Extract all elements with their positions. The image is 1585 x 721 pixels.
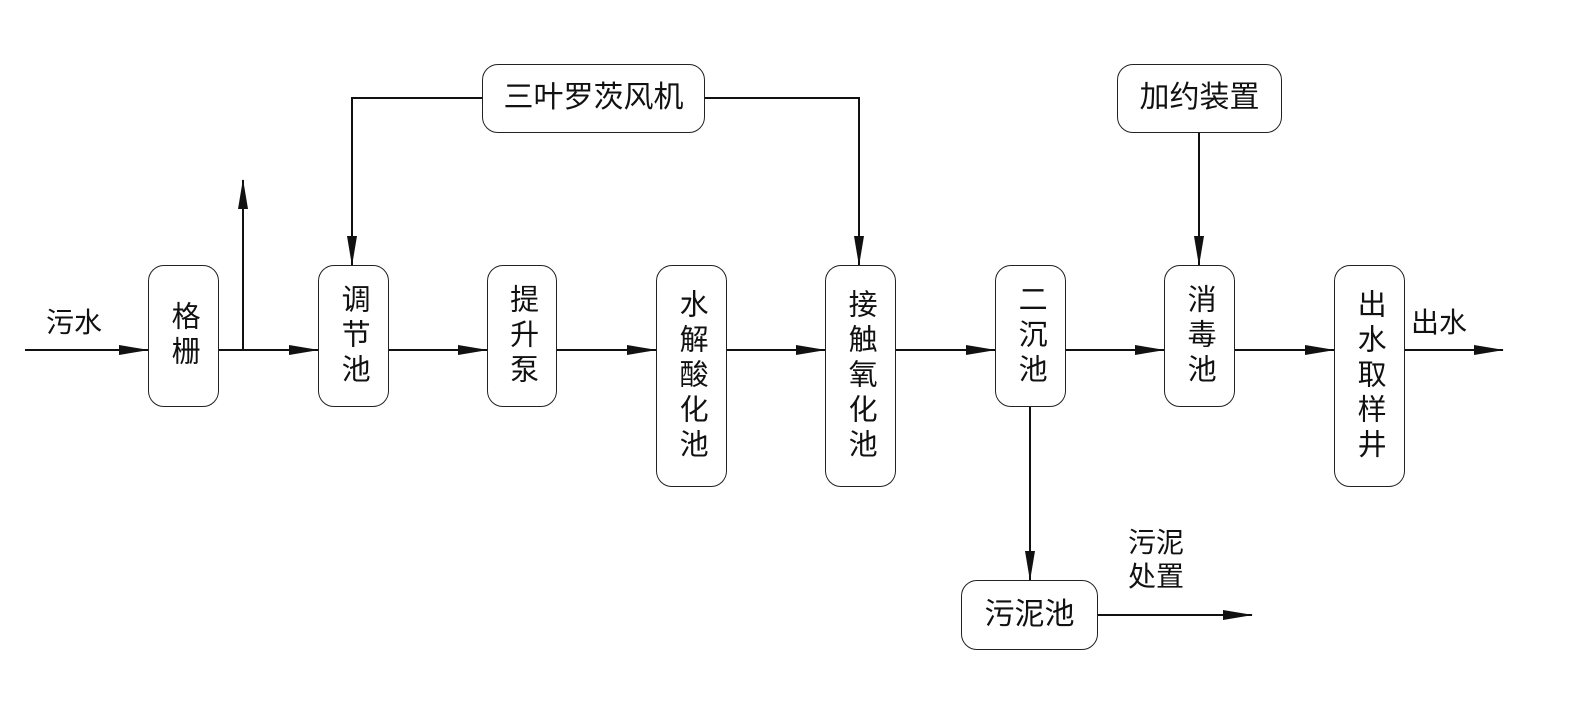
arrow-blower-to-equalization bbox=[347, 97, 482, 266]
box-equalization-tank: 调节池 bbox=[318, 265, 389, 407]
box-sludge-tank: 污泥池 bbox=[961, 580, 1098, 650]
box-effluent-sampling-well: 出水取样井 bbox=[1334, 265, 1405, 487]
label-outflow: 出水 bbox=[1411, 306, 1468, 339]
box-roots-blower: 三叶罗茨风机 bbox=[482, 64, 705, 133]
box-secondary-clarifier: 二沉池 bbox=[995, 265, 1066, 407]
box-hydrolysis-acidification-tank: 水解酸化池 bbox=[656, 265, 727, 487]
box-lift-pump: 提升泵 bbox=[487, 265, 557, 407]
label-sludge-disposal: 污泥 处置 bbox=[1128, 526, 1185, 593]
arrow-blower-to-contact bbox=[705, 97, 864, 266]
label-inflow: 污水 bbox=[46, 306, 103, 339]
box-dosing-device: 加约装置 bbox=[1117, 64, 1282, 133]
box-grille: 格栅 bbox=[148, 265, 219, 407]
box-contact-oxidation-tank: 接触氧化池 bbox=[825, 265, 896, 487]
box-disinfection-tank: 消毒池 bbox=[1164, 265, 1235, 407]
